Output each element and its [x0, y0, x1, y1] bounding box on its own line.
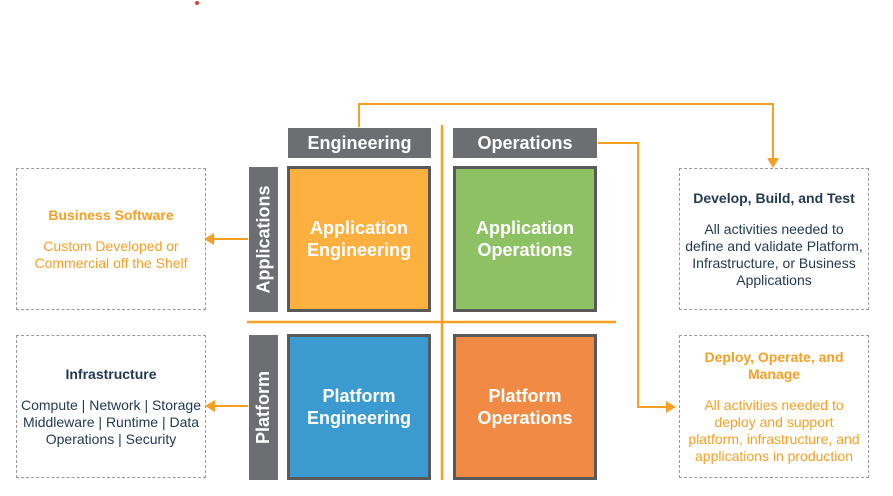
application-engineering-line1: Application — [310, 218, 408, 238]
deploy-operate-manage-line1: All activities needed to — [704, 396, 844, 413]
business-software-line2: Commercial off the Shelf — [34, 254, 188, 271]
business-software-box: Business Software Custom Developed or Co… — [16, 168, 206, 310]
infrastructure-box: Infrastructure Compute | Network | Stora… — [16, 335, 206, 478]
platform-side-tab-label: Platform — [253, 370, 274, 445]
business-software-line1: Custom Developed or — [43, 237, 179, 254]
engineering-header: Engineering — [288, 128, 431, 158]
business-arrowhead — [204, 233, 214, 245]
application-engineering-line2: Engineering — [306, 240, 411, 260]
application-operations-quadrant: Application Operations — [453, 166, 597, 312]
develop-build-test-line3: Infrastructure, or Business — [692, 254, 856, 271]
platform-operations-line1: Platform — [488, 386, 562, 406]
deploy-operate-manage-line3: platform, infrastructure, and — [688, 430, 860, 447]
deploy-operate-manage-title-line2: Manage — [747, 365, 801, 382]
develop-build-test-box: Develop, Build, and Test All activities … — [679, 168, 869, 310]
red-dot-mark — [195, 1, 199, 5]
application-engineering-quadrant: Application Engineering — [287, 166, 431, 312]
deploy-operate-manage-title-line1: Deploy, Operate, and — [704, 348, 844, 365]
develop-build-test-line4: Applications — [736, 271, 812, 288]
platform-side-tab: Platform — [249, 335, 278, 480]
application-operations-line2: Operations — [477, 240, 573, 260]
deploy-operate-manage-box: Deploy, Operate, and Manage All activiti… — [679, 335, 869, 478]
infrastructure-title: Infrastructure — [65, 365, 157, 382]
engineering-to-develop-connector — [358, 103, 774, 160]
platform-engineering-line2: Engineering — [306, 408, 411, 428]
operations-header-label: Operations — [477, 132, 573, 153]
applications-side-tab: Applications — [249, 167, 278, 312]
operations-header: Operations — [453, 128, 597, 158]
infrastructure-line3: Operations | Security — [45, 430, 177, 447]
infrastructure-arrowhead — [205, 400, 215, 412]
applications-side-tab-label: Applications — [253, 185, 274, 294]
deploy-arrowhead — [666, 401, 676, 413]
develop-arrowhead — [767, 158, 779, 168]
application-operations-line1: Application — [476, 218, 574, 238]
deploy-operate-manage-line4: applications in production — [695, 447, 853, 464]
engineering-header-label: Engineering — [307, 132, 412, 153]
platform-operations-quadrant: Platform Operations — [453, 334, 597, 480]
operations-to-deploy-connector — [598, 142, 668, 408]
develop-build-test-line2: define and validate Platform, — [685, 237, 863, 254]
deploy-operate-manage-line2: deploy and support — [714, 413, 834, 430]
infrastructure-line1: Compute | Network | Storage — [20, 396, 202, 413]
develop-build-test-line1: All activities needed to — [704, 220, 844, 237]
platform-operations-line2: Operations — [477, 408, 573, 428]
platform-engineering-quadrant: Platform Engineering — [287, 334, 431, 480]
platform-engineering-line1: Platform — [322, 386, 396, 406]
infrastructure-line2: Middleware | Runtime | Data — [22, 413, 200, 430]
business-software-title: Business Software — [48, 206, 174, 223]
develop-build-test-title: Develop, Build, and Test — [693, 189, 855, 206]
